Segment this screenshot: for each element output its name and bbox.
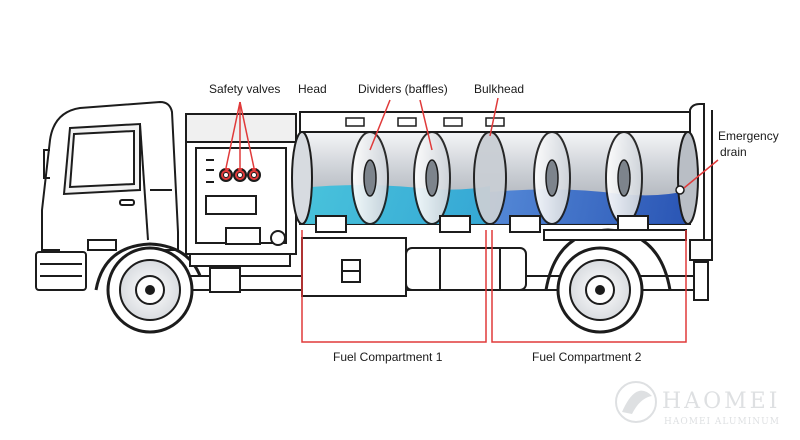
wheel-icon: [556, 246, 644, 334]
baffle-icon: [351, 131, 643, 225]
label-head: Head: [298, 82, 327, 96]
label-fuel-compartment-1: Fuel Compartment 1: [333, 350, 443, 364]
label-dividers: Dividers (baffles): [358, 82, 448, 96]
label-safety-valves: Safety valves: [209, 82, 280, 96]
watermark-sub: HAOMEI ALUMINUM: [664, 417, 780, 427]
watermark-logo-icon: HAOMEI HAOMEI ALUMINUM: [615, 381, 780, 427]
callout-lines: [225, 97, 719, 343]
equipment-cabinet: [185, 113, 297, 293]
tank-head: [291, 131, 313, 225]
wheel-icon: [106, 246, 194, 334]
label-fuel-compartment-2: Fuel Compartment 2: [532, 350, 642, 364]
tank-bulkhead: [473, 131, 507, 225]
callout-arrowheads: [224, 168, 257, 172]
watermark-brand: HAOMEI: [662, 389, 780, 414]
under-tank-equipment: [301, 215, 713, 301]
label-emergency-drain-line1: Emergency: [718, 129, 779, 143]
label-emergency-drain-line2: drain: [720, 145, 747, 159]
fuel-tank: [291, 103, 713, 250]
tank-rear-cap: [677, 131, 699, 225]
label-bulkhead: Bulkhead: [474, 82, 524, 96]
